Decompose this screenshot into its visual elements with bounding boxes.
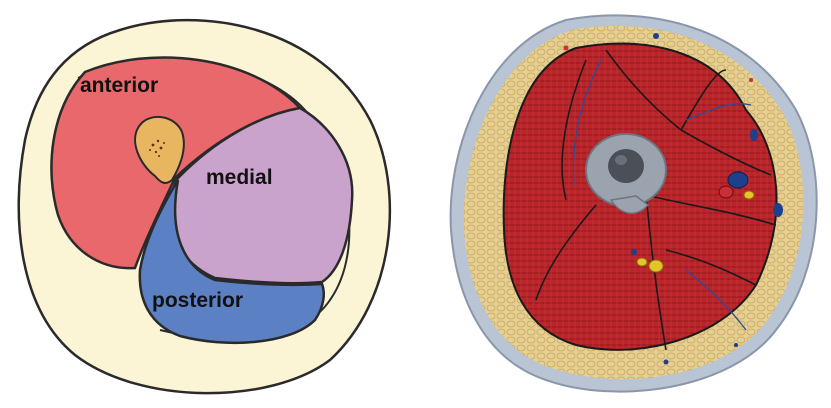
anatomical-svg (416, 0, 831, 408)
femur-marrow (608, 149, 644, 183)
anatomical-thigh-cross-section (416, 0, 831, 408)
anterior-label: anterior (80, 74, 158, 97)
femur-marrow-highlight (615, 155, 627, 165)
posterior-label: posterior (152, 289, 243, 312)
medial-label: medial (206, 166, 273, 189)
schematic-svg: anterior medial posterior (0, 0, 415, 408)
schematic-thigh-cross-section: anterior medial posterior (0, 0, 415, 408)
